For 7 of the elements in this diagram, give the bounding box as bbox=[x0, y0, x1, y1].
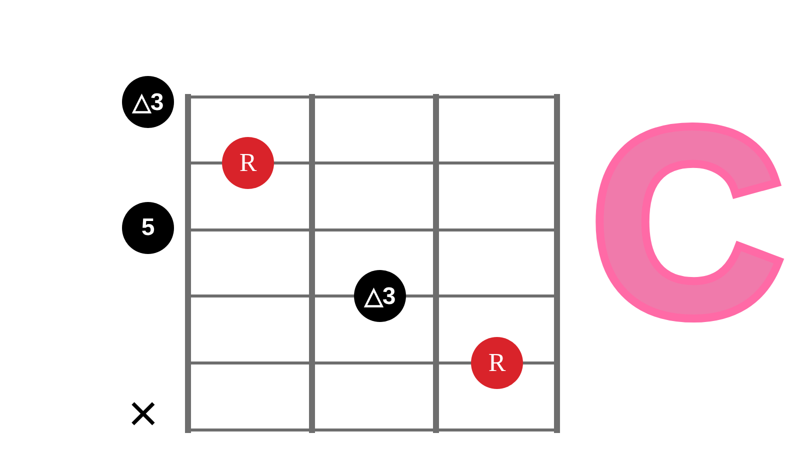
interval-note-dot: △3 bbox=[354, 270, 406, 322]
interval-note-dot: △3 bbox=[122, 76, 174, 128]
root-note-dot: R bbox=[222, 137, 274, 189]
interval-note-dot: 5 bbox=[122, 202, 174, 254]
mute-mark: × bbox=[128, 388, 158, 440]
chord-name: C bbox=[592, 85, 782, 361]
root-note-dot: R bbox=[471, 337, 523, 389]
